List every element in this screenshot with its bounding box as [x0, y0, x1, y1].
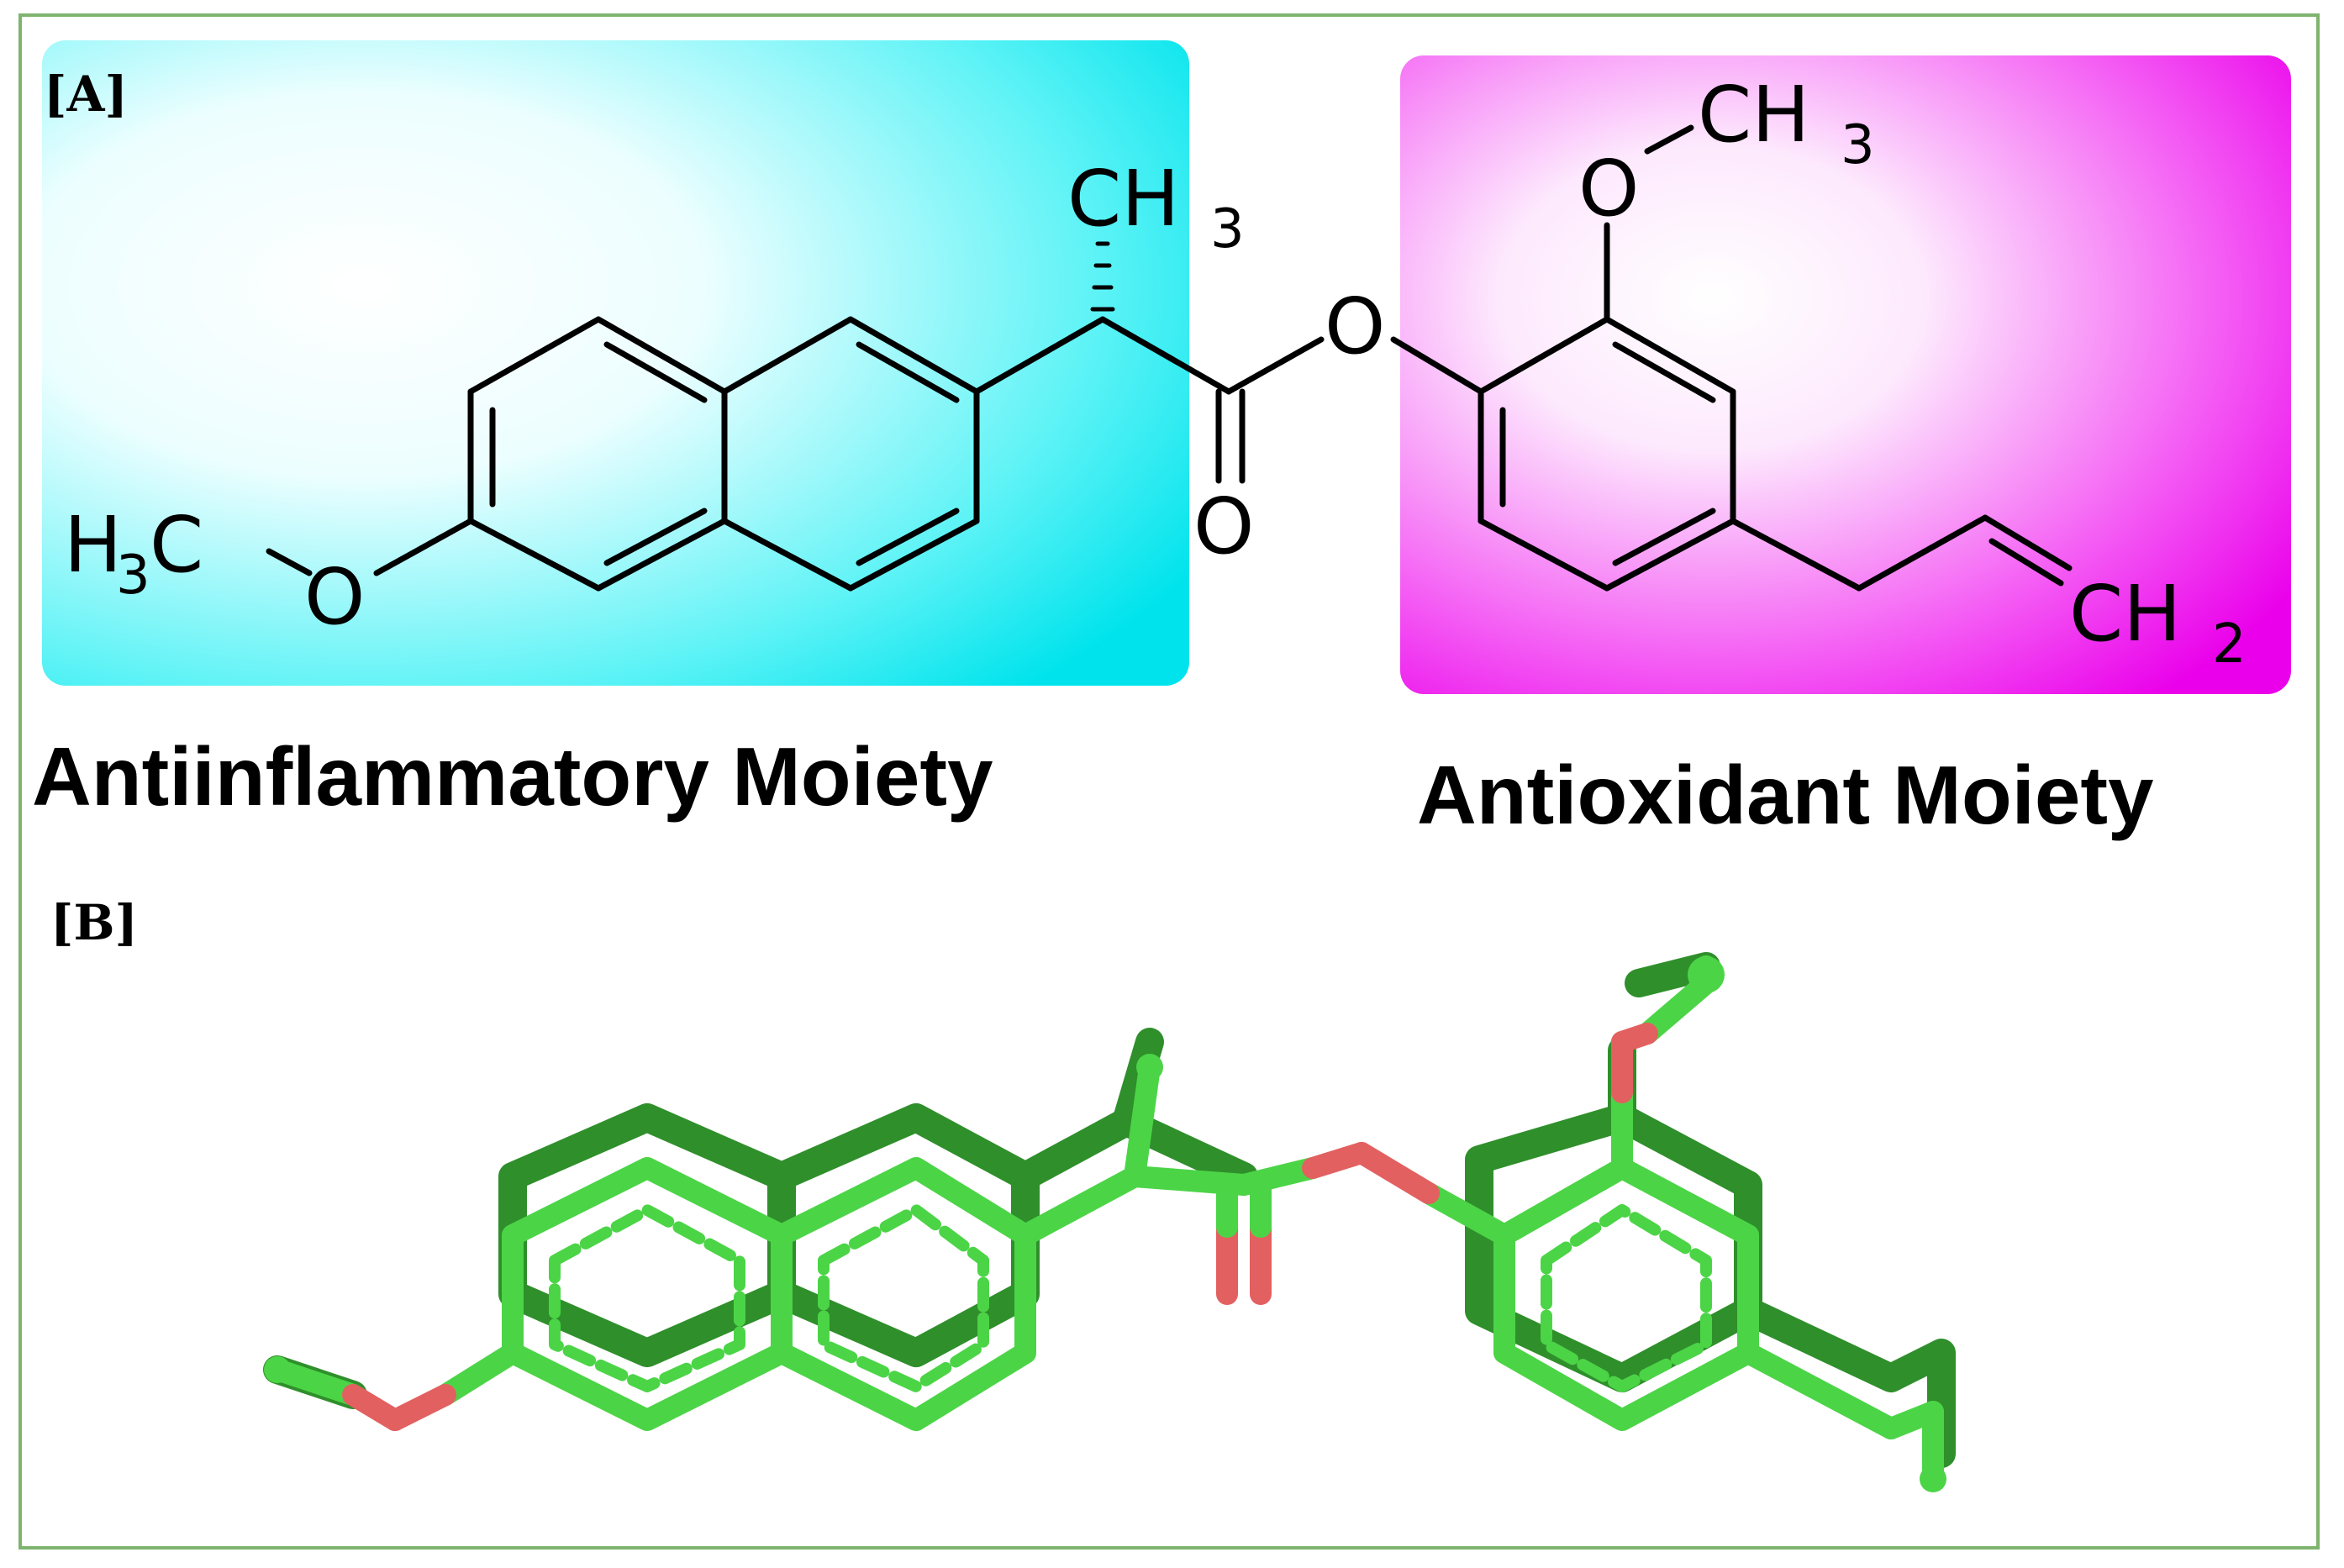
atom-c-left: C: [150, 500, 203, 590]
atom-ch3-top-subscript: 3: [1210, 198, 1245, 260]
antiinflammatory-highlight-box: [42, 40, 1189, 686]
panel-a-label: [A]: [44, 66, 128, 123]
atom-ch3-right-subscript: 3: [1841, 114, 1875, 176]
stick-model: [263, 952, 1956, 1492]
structural-formula: [266, 124, 2073, 592]
atom-ch2-subscript: 2: [2212, 613, 2247, 676]
atom-h-left: H: [64, 500, 122, 590]
atom-ch3-right: CH: [1698, 70, 1809, 160]
atom-o-methoxy-right: O: [1578, 144, 1639, 234]
atom-o-methoxy-left: O: [304, 552, 365, 642]
panel-b-label: [B]: [50, 894, 138, 951]
atom-o-carbonyl: O: [1193, 481, 1254, 571]
atom-h-left-subscript: 3: [116, 545, 150, 607]
antiinflammatory-moiety-label: Antiinflammatory Moiety: [32, 730, 993, 823]
antioxidant-highlight-box: [1400, 55, 2291, 694]
antioxidant-moiety-label: Antioxidant Moiety: [1417, 749, 2154, 841]
atom-ch3-top: CH: [1067, 154, 1179, 244]
atom-o-ester: O: [1325, 282, 1385, 371]
atom-ch2: CH: [2069, 569, 2181, 659]
